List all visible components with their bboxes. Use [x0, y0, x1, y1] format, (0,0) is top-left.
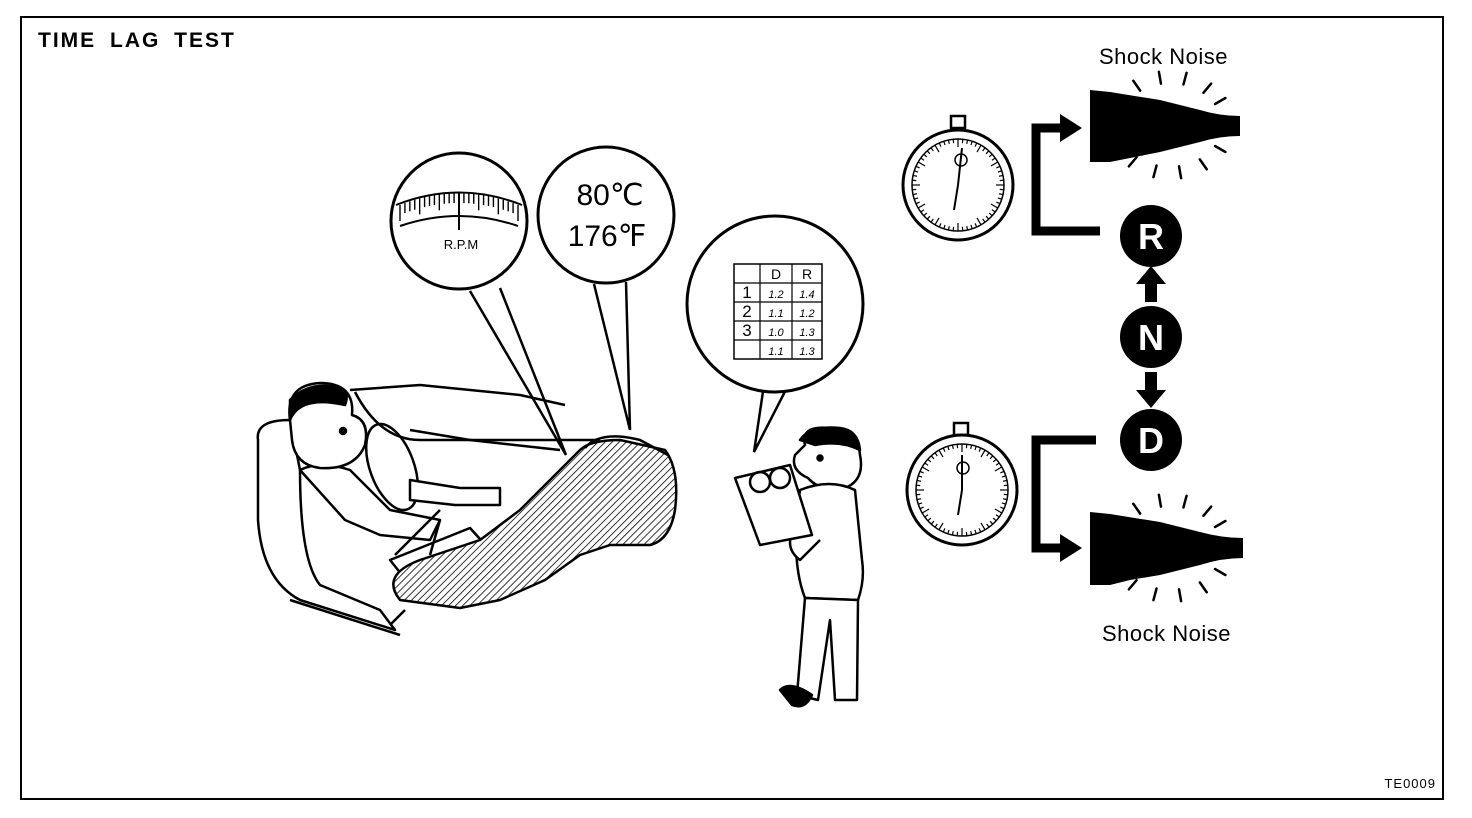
- table-cell: 1.2: [768, 289, 783, 301]
- transmission-top-icon: [1090, 70, 1240, 180]
- bracket-bottom: [1031, 435, 1096, 553]
- tachometer-icon: [395, 191, 523, 230]
- table-cell: 1: [742, 283, 751, 302]
- table-cell: 1.1: [768, 346, 783, 358]
- tachometer-bubble: R.P.M: [389, 151, 568, 456]
- svg-text:N: N: [1138, 317, 1164, 358]
- shock-noise-label-top: Shock Noise: [1099, 44, 1229, 69]
- arrow-up-icon: [1136, 266, 1166, 302]
- svg-text:R: R: [1138, 216, 1164, 257]
- time-lag-results-table: D R 1 1.2 1.4 2 1.1 1.2 3 1.0 1.3 1.1 1.3: [733, 263, 823, 360]
- table-cell: 1.3: [799, 346, 815, 358]
- technician-figure: [733, 426, 865, 708]
- figure-frame: [20, 16, 1444, 800]
- table-cell: 2: [742, 302, 751, 321]
- table-cell: 1.4: [799, 289, 814, 301]
- table-cell: R: [802, 266, 812, 282]
- shock-noise-label-bottom: Shock Noise: [1102, 621, 1232, 646]
- stopwatch-top-icon: [901, 114, 1015, 242]
- table-cell: 1.0: [768, 327, 784, 339]
- rpm-label: R.P.M: [444, 237, 478, 252]
- table-cell: 1.1: [768, 308, 783, 320]
- arrow-down-icon: [1136, 372, 1166, 408]
- table-cell: 1.3: [799, 327, 815, 339]
- table-cell: D: [771, 266, 781, 282]
- figure-code: TE0009: [1384, 776, 1436, 791]
- shift-position-N: N: [1120, 306, 1182, 368]
- transmission-bottom-icon: [1090, 493, 1243, 603]
- temperature-bubble: 80℃ 176℉: [536, 145, 676, 431]
- arrow-to-top-transmission-icon: [1060, 114, 1082, 142]
- car-interior-scene: [256, 381, 678, 637]
- arrow-to-bottom-transmission-icon: [1060, 534, 1082, 562]
- result-chart-bubble: D R 1 1.2 1.4 2 1.1 1.2 3 1.0 1.3 1.1 1.3: [685, 214, 865, 453]
- table-cell: 1.2: [799, 308, 814, 320]
- bracket-top: [1031, 123, 1100, 236]
- temperature-celsius: 80℃: [576, 179, 643, 212]
- shift-position-R: R: [1120, 205, 1182, 267]
- stopwatch-bottom-icon: [905, 421, 1019, 547]
- temperature-fahrenheit: 176℉: [568, 220, 647, 253]
- figure-title: TIME LAG TEST: [38, 29, 236, 52]
- table-cell: 3: [742, 321, 751, 340]
- svg-text:D: D: [1138, 420, 1164, 461]
- shift-position-D: D: [1120, 409, 1182, 471]
